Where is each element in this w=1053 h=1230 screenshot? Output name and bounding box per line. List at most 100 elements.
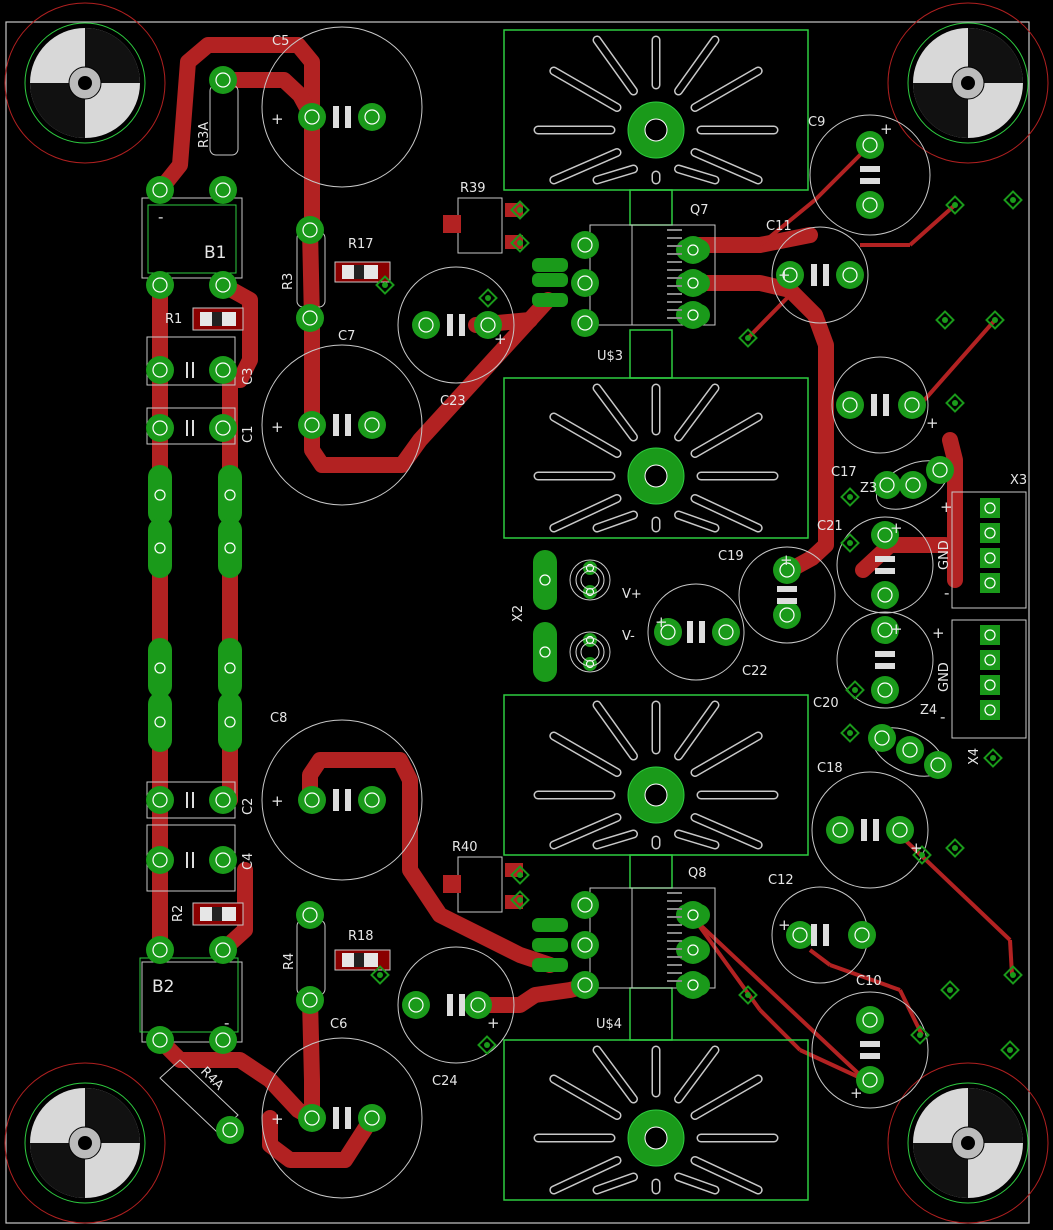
via-drill xyxy=(517,872,523,878)
capacitor-plate xyxy=(333,414,339,436)
capacitor-plate xyxy=(823,924,829,946)
square-pad xyxy=(980,675,1000,695)
mounting-hole-ring xyxy=(24,1082,146,1204)
pad xyxy=(868,724,896,752)
pad-drill xyxy=(718,624,734,640)
heatsink-fin-gap xyxy=(550,68,621,111)
pad xyxy=(571,309,599,337)
pad-drill xyxy=(854,927,870,943)
pad-drill xyxy=(862,1072,878,1088)
label-b1: B1 xyxy=(204,243,226,263)
pad-drill xyxy=(932,462,948,478)
pad-drill xyxy=(902,742,918,758)
pad-drill xyxy=(215,852,231,868)
label-c7: C7 xyxy=(338,329,355,344)
label-q8: Q8 xyxy=(688,866,707,881)
pad xyxy=(848,921,876,949)
heatsink-fin-gap xyxy=(691,1157,762,1193)
square-pad xyxy=(980,523,1000,543)
capacitor-plate xyxy=(447,994,453,1016)
heatsink-fin-gap xyxy=(594,511,637,531)
pad xyxy=(209,66,237,94)
pad xyxy=(358,786,386,814)
oval-pad xyxy=(148,638,172,698)
pad-drill xyxy=(222,1122,238,1138)
oval-pad xyxy=(533,550,557,610)
capacitor-plate xyxy=(447,314,453,336)
pad-drill xyxy=(364,417,380,433)
square-pad xyxy=(980,650,1000,670)
mounting-hole-quadrant xyxy=(968,1088,1023,1143)
pad-drill xyxy=(215,362,231,378)
pad xyxy=(209,356,237,384)
pad xyxy=(873,471,901,499)
pad xyxy=(571,231,599,259)
label-r1: R1 xyxy=(165,312,182,327)
capacitor-plate xyxy=(860,178,880,184)
label-r4a: R4A xyxy=(197,1064,226,1093)
pad-drill xyxy=(892,822,908,838)
plus-sign: + xyxy=(487,1014,500,1032)
capacitor-plate xyxy=(699,621,705,643)
pad-drill xyxy=(905,477,921,493)
via-drill xyxy=(992,317,998,323)
heatsink-mount-hole xyxy=(644,464,668,488)
pad-drill xyxy=(304,417,320,433)
pad xyxy=(926,456,954,484)
pad-drill xyxy=(687,244,699,256)
pad-drill xyxy=(984,502,996,514)
label-c2: C2 xyxy=(241,798,256,815)
pad-drill xyxy=(577,897,593,913)
via-drill xyxy=(517,240,523,246)
capacitor-plate xyxy=(459,314,465,336)
copper-traces xyxy=(152,37,963,1168)
pad-drill xyxy=(687,944,699,956)
pad-drill xyxy=(984,704,996,716)
mounting-hole-ring xyxy=(907,1082,1029,1204)
label-z4: Z4 xyxy=(920,703,937,718)
pad-drill xyxy=(470,997,486,1013)
capacitor-plate xyxy=(811,264,817,286)
mounting-hole-quadrant xyxy=(30,1143,85,1198)
label-c18: C18 xyxy=(817,761,843,776)
heatsink-fin-gap xyxy=(550,1157,621,1193)
capacitor-plate xyxy=(875,651,895,657)
label-z3: Z3 xyxy=(860,481,877,496)
pad-drill xyxy=(930,757,946,773)
via-drill xyxy=(990,755,996,761)
pad xyxy=(464,991,492,1019)
label-c23: C23 xyxy=(440,394,466,409)
pad-drill xyxy=(687,309,699,321)
oval-pad xyxy=(148,465,172,525)
heatsink-bridge xyxy=(629,329,673,379)
heatsink-fin-gap xyxy=(691,814,762,848)
pad xyxy=(358,1104,386,1132)
pad-drill xyxy=(152,277,168,293)
label-r40: R40 xyxy=(452,840,478,855)
via-drill xyxy=(382,282,388,288)
via xyxy=(840,533,860,553)
pad-drill xyxy=(215,942,231,958)
oval-pad xyxy=(533,622,557,682)
heatsinks xyxy=(503,29,809,1201)
label-c17: C17 xyxy=(831,465,857,480)
via-drill xyxy=(847,730,853,736)
pad xyxy=(209,786,237,814)
pad-drill xyxy=(874,730,890,746)
pad-drill xyxy=(877,527,893,543)
label-r39: R39 xyxy=(460,181,486,196)
label-c10: C10 xyxy=(856,974,882,989)
heatsink-fin-gap xyxy=(675,1047,718,1103)
heatsink-fin-gap xyxy=(594,165,637,183)
via-drill xyxy=(1007,1047,1013,1053)
plus-sign: + xyxy=(778,266,791,284)
pad xyxy=(296,304,324,332)
capacitor-plate xyxy=(873,819,879,841)
pad-drill xyxy=(687,979,699,991)
via xyxy=(845,680,865,700)
pad xyxy=(216,1116,244,1144)
pad-drill xyxy=(304,109,320,125)
pad-drill xyxy=(984,527,996,539)
via-drill xyxy=(952,400,958,406)
